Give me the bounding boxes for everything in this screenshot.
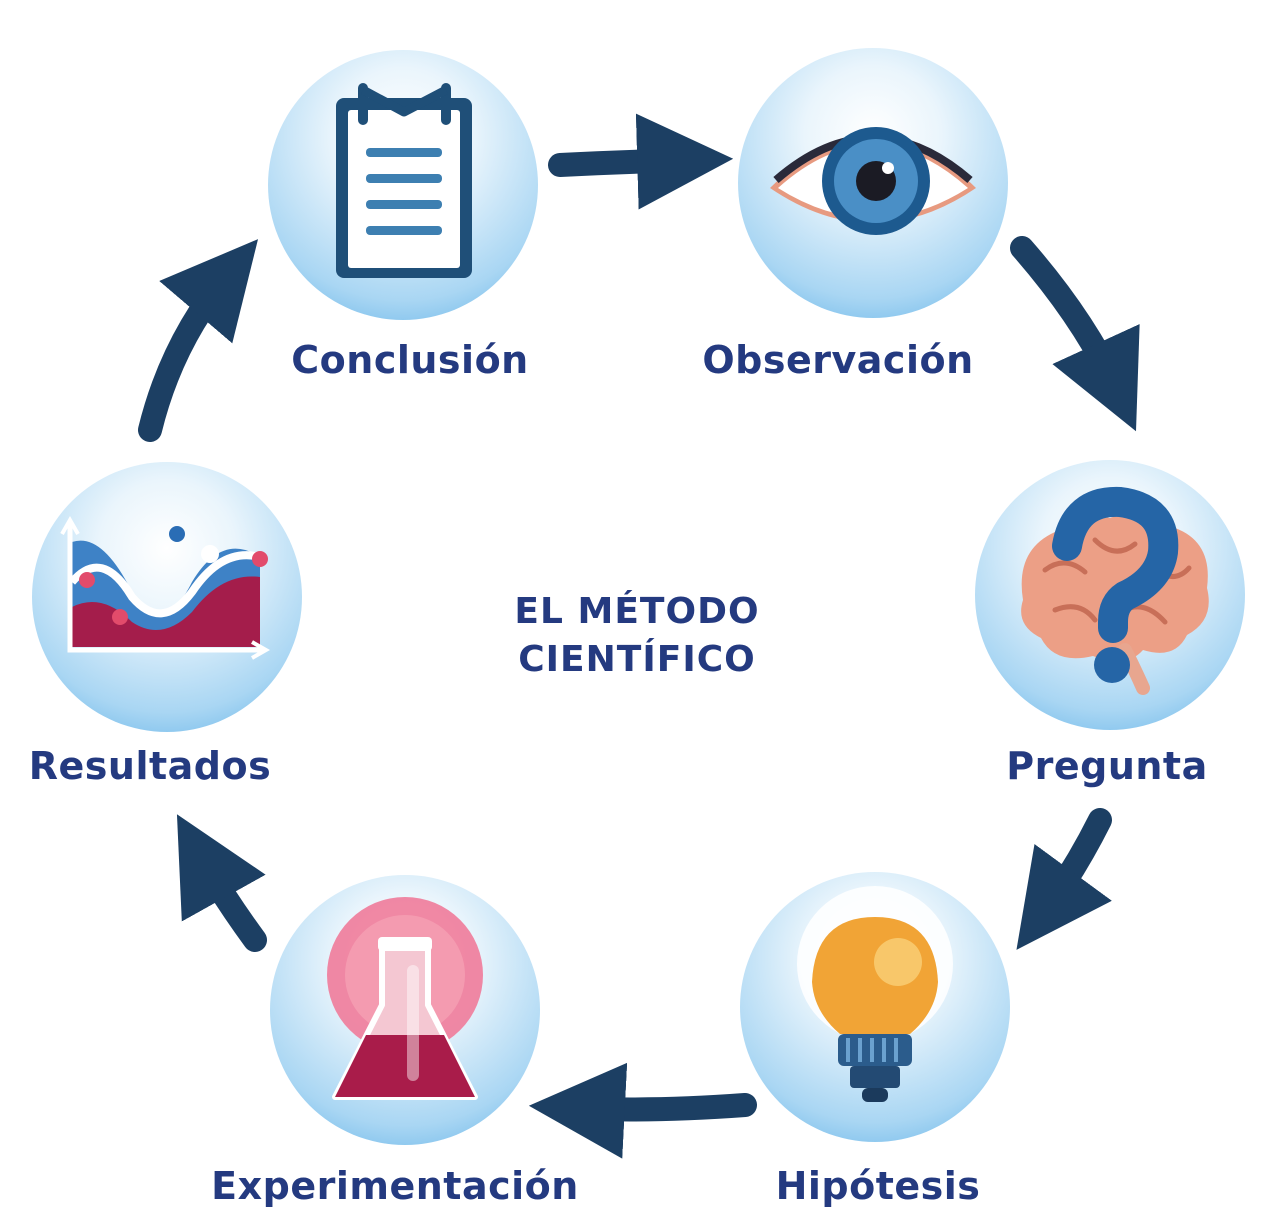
arrow-pregunta-to-hipotesis — [1016, 808, 1112, 950]
lightbulb-icon — [797, 886, 953, 1102]
chart-icon — [60, 515, 271, 660]
step-label-conclusion: Conclusión — [291, 338, 529, 382]
arrow-hipotesis-to-experimentacion — [528, 1062, 757, 1159]
step-experimentacion-circle — [270, 875, 540, 1145]
step-observacion-circle — [738, 48, 1008, 318]
step-label-resultados: Resultados — [28, 744, 272, 788]
step-label-pregunta: Pregunta — [1006, 744, 1208, 788]
arrow-resultados-to-conclusion — [138, 239, 259, 442]
step-label-experimentacion: Experimentación — [211, 1164, 579, 1208]
title-line-1: EL MÉTODO — [514, 591, 760, 632]
step-conclusion-circle — [268, 50, 538, 320]
arrow-conclusion-to-observacion — [548, 113, 734, 210]
flask-icon — [327, 897, 483, 1100]
brain-question-icon — [1021, 486, 1209, 695]
clipboard-icon — [336, 83, 472, 278]
step-label-hipotesis: Hipótesis — [775, 1164, 981, 1208]
title-line-2: CIENTÍFICO — [518, 639, 756, 680]
step-hipotesis-circle — [740, 872, 1010, 1142]
step-pregunta-circle — [975, 460, 1245, 730]
diagram-title: EL MÉTODO CIENTÍFICO — [514, 588, 759, 684]
eye-icon — [770, 127, 976, 235]
step-resultados-circle — [32, 462, 302, 732]
arrow-experimentacion-to-resultados — [176, 814, 267, 952]
arrow-observacion-to-pregunta — [1010, 236, 1140, 432]
step-label-observacion: Observación — [702, 338, 974, 382]
